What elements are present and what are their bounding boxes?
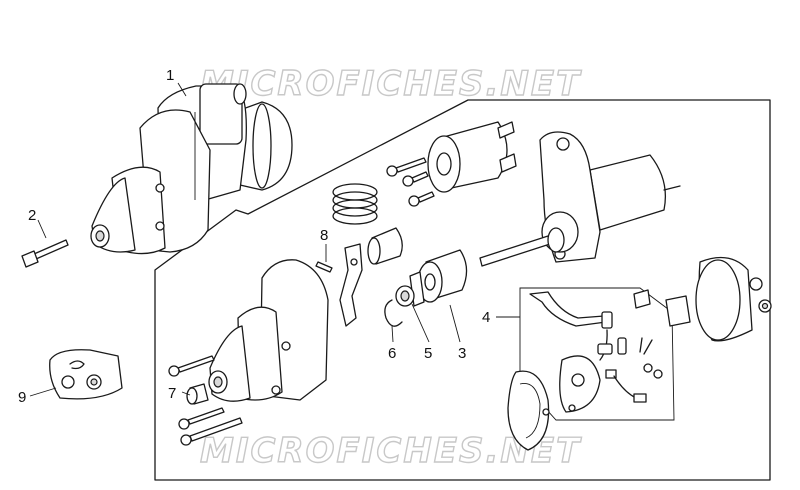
drive-pinion-gear (409, 249, 468, 307)
return-spring (332, 183, 378, 225)
commutator-end-cover (507, 370, 550, 451)
plunger (367, 227, 403, 265)
brush-holder-parts (633, 289, 691, 327)
starter-motor-assembly (90, 83, 293, 255)
through-bolts (168, 355, 243, 446)
nuts (749, 277, 772, 313)
callout-2: 2 (28, 207, 36, 224)
snap-ring (384, 299, 403, 327)
watermark-top: MICROFICHES.NET (200, 64, 582, 104)
bushing (186, 383, 209, 405)
callout-5: 5 (424, 345, 432, 362)
callout-9: 9 (18, 389, 26, 406)
solenoid-screws (386, 157, 435, 207)
callout-6: 6 (388, 345, 396, 362)
shift-fork-lever (339, 243, 363, 327)
end-cap-ring (695, 256, 753, 342)
brush-plate-kit (519, 287, 675, 421)
callout-3: 3 (458, 345, 466, 362)
exploded-view-frame (154, 99, 771, 481)
callout-4: 4 (482, 309, 490, 326)
callout-7: 7 (168, 385, 176, 402)
callout-1: 1 (166, 67, 174, 84)
rubber-boot-cover (49, 349, 123, 400)
stop-collar (395, 285, 415, 307)
callout-8: 8 (320, 227, 328, 244)
mounting-bolt (21, 239, 69, 268)
drive-end-housing (208, 259, 329, 402)
solenoid-switch (427, 121, 517, 193)
pivot-pin (315, 261, 333, 273)
motor-housing (479, 131, 681, 267)
callout-leaders (29, 82, 520, 397)
